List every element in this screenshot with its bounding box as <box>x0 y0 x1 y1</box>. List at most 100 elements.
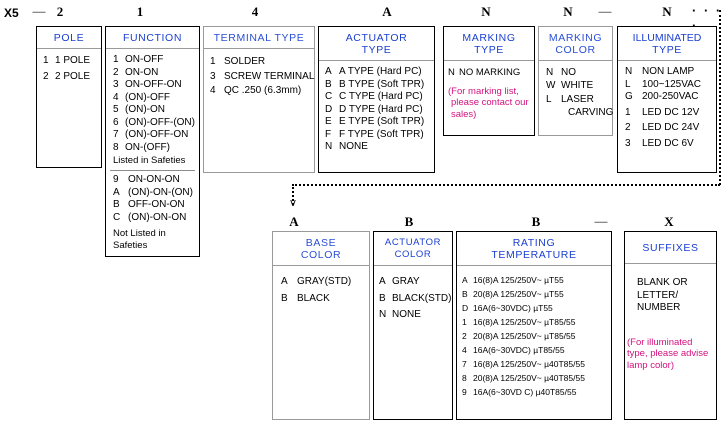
title-line-1: ILLUMINATED <box>632 32 702 44</box>
part-number-prefix: X5 <box>4 6 19 20</box>
header-trailing-dots: · · · · <box>692 3 723 33</box>
option-value: BLACK <box>297 292 330 304</box>
header-code-illuminated: N <box>662 4 672 19</box>
option-key: A <box>325 66 332 77</box>
option-value: ON-OFF <box>125 54 164 65</box>
option-key: 9 <box>462 387 467 397</box>
option-value: C TYPE (Hard PC) <box>339 91 423 102</box>
option-key: B <box>379 292 386 304</box>
divider <box>618 60 716 61</box>
option-value: GRAY(STD) <box>297 276 352 287</box>
option-value: A TYPE (Hard PC) <box>339 66 422 77</box>
suffixes-note-line-2: type, please advise <box>627 348 709 359</box>
header2-code-rating-temp: B <box>531 214 541 229</box>
option-value: BLACK(STD) <box>392 292 452 304</box>
option-key: C <box>113 211 121 223</box>
suffixes-note-line-1: (For illuminated <box>627 336 693 348</box>
box-pole-body: 1 1 POLE 2 2 POLE <box>37 49 101 87</box>
option-key: 4 <box>210 85 216 96</box>
option-key: B <box>462 289 468 299</box>
box-illuminated-type-title: ILLUMINATED TYPE <box>618 27 716 60</box>
option-key: 4 <box>462 345 467 355</box>
header-code-actuator: A <box>382 4 392 19</box>
option-key: B <box>113 199 120 210</box>
flow-connector-down <box>292 184 294 205</box>
option-value: ON-ON <box>125 66 159 78</box>
divider <box>37 48 101 49</box>
header-dash-1: — <box>32 4 46 19</box>
divider <box>457 265 611 266</box>
list-item: A A TYPE (Hard PC) <box>325 66 434 79</box>
suffixes-line-3: NUMBER <box>637 302 681 313</box>
marking-type-note-line-3: sales) <box>451 108 477 120</box>
option-value: 16A(6~30VDC) µT85/55 <box>473 345 565 355</box>
option-key: 3 <box>625 137 631 149</box>
title-line-2: TYPE <box>652 44 682 56</box>
option-key: N <box>625 66 633 77</box>
option-key: 2 <box>43 70 49 82</box>
option-key: 7 <box>113 129 119 140</box>
option-key: L <box>546 94 552 105</box>
suffixes-line-1: BLANK OR <box>637 277 688 288</box>
option-key: N <box>546 67 554 78</box>
option-value: LED DC 24V <box>642 122 700 133</box>
option-key: 3 <box>210 70 216 82</box>
header-code-function: 1 <box>136 4 144 19</box>
header2-code-suffixes: X <box>664 214 674 229</box>
option-value: 1 POLE <box>55 55 91 66</box>
option-value: WHITE <box>561 79 594 91</box>
function-note-listed: Listed in Safeties <box>113 155 186 166</box>
option-value: NON LAMP <box>642 66 695 77</box>
option-value: ON-(OFF) <box>125 141 170 153</box>
option-key: L <box>625 78 631 90</box>
option-key: N <box>325 141 333 152</box>
divider <box>319 60 434 61</box>
option-key: A <box>281 276 288 287</box>
option-key: F <box>325 128 332 140</box>
list-item: A(ON)-ON-(ON) <box>113 187 199 200</box>
option-key: W <box>546 79 556 91</box>
option-key: 6 <box>113 116 119 128</box>
title-line-1: MARKING <box>548 32 603 44</box>
option-value: 100~125VAC <box>642 78 702 90</box>
option-value: 2 POLE <box>55 70 91 82</box>
divider <box>273 265 369 266</box>
header2-code-actuator-color: B <box>404 214 414 229</box>
list-item: 2 2 POLE <box>43 71 101 84</box>
title-line-2: TYPE <box>474 44 504 56</box>
function-note-not-listed-2: Safeties <box>113 240 148 251</box>
box-suffixes-title: SUFFIXES <box>642 242 699 254</box>
title-line-1: ACTUATOR <box>384 237 442 248</box>
list-item: N NON LAMP <box>625 66 716 79</box>
option-value: (ON)-ON-(ON) <box>128 186 193 198</box>
marking-color-extra: CARVING <box>568 106 614 118</box>
box-pole: POLE 1 1 POLE 2 2 POLE <box>36 26 102 168</box>
list-item: 6(ON)-OFF-(ON) <box>113 117 199 130</box>
option-key: 1 <box>462 317 467 327</box>
header-code-marking-color: N <box>563 4 573 19</box>
box-actuator-type-title: ACTUATOR TYPE <box>319 27 434 60</box>
option-value: (ON)-ON <box>125 104 165 115</box>
